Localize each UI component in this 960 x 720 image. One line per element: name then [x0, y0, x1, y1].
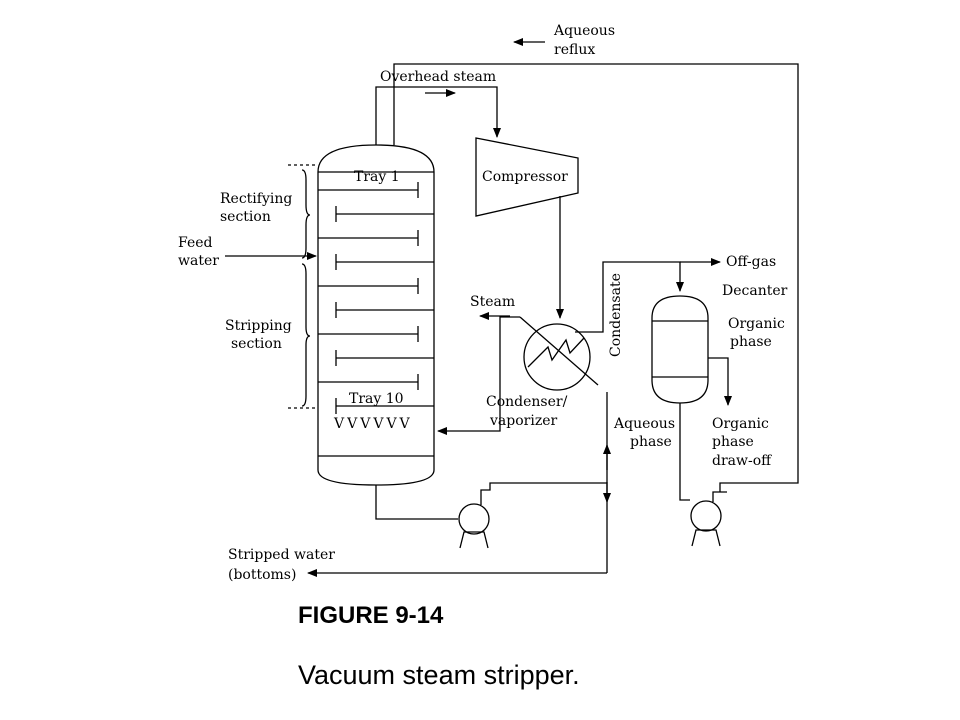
label-rectifying-2: section — [220, 209, 271, 225]
decanter — [651, 295, 709, 404]
overhead-steam-line — [375, 86, 501, 145]
bottoms-pump — [458, 503, 490, 535]
aqueous-reflux-line — [393, 63, 799, 492]
aqueous-pump-discharge — [712, 491, 727, 502]
aqueous-phase-line — [679, 403, 690, 501]
section-markers — [288, 164, 318, 409]
label-condenser-2: vaporizer — [489, 413, 557, 429]
bottoms-pump-base — [459, 531, 489, 549]
figure-number: FIGURE 9-14 — [298, 602, 444, 629]
label-rectifying-1: Rectifying — [220, 191, 292, 207]
trays — [318, 182, 434, 414]
label-feed-2: water — [178, 253, 219, 269]
label-tray-10: Tray 10 — [349, 391, 404, 407]
label-aqueous-reflux-2: reflux — [554, 42, 595, 58]
condenser-coil — [527, 337, 585, 368]
bottoms-pump-discharge — [480, 482, 607, 505]
label-steam: Steam — [470, 294, 515, 310]
label-tray-1: Tray 1 — [354, 169, 400, 185]
label-stripped-2: (bottoms) — [228, 567, 296, 583]
steam-line — [519, 316, 599, 386]
label-drawoff-1: Organic — [712, 416, 769, 432]
label-drawoff-3: draw-off — [712, 453, 772, 469]
compressor — [475, 137, 579, 217]
label-condensate: Condensate — [608, 273, 624, 357]
label-offgas: Off-gas — [726, 254, 776, 270]
steam-to-column-line — [437, 316, 520, 435]
label-overhead-steam: Overhead steam — [380, 69, 496, 85]
label-feed-1: Feed — [178, 235, 213, 251]
label-organic-phase-1: Organic — [728, 316, 785, 332]
aqueous-pump-base — [691, 529, 721, 547]
label-drawoff-2: phase — [712, 434, 754, 450]
condensate-line — [575, 261, 684, 333]
label-decanter: Decanter — [722, 283, 788, 299]
label-aqueous-phase-2: phase — [630, 434, 672, 450]
condenser-vaporizer — [523, 323, 591, 391]
aqueous-pump — [690, 500, 722, 532]
label-compressor: Compressor — [482, 169, 568, 185]
bottoms-line — [375, 485, 458, 520]
label-stripped-1: Stripped water — [228, 547, 335, 563]
label-aqueous-reflux-1: Aqueous — [553, 23, 615, 39]
organic-drawoff-line — [708, 357, 732, 406]
label-stripping-2: section — [231, 336, 282, 352]
label-condenser-1: Condenser/ — [486, 394, 568, 410]
label-downcomer-vees: VVVVVV — [333, 416, 413, 432]
label-aqueous-phase-1: Aqueous — [613, 416, 675, 432]
figure-caption: Vacuum steam stripper. — [298, 660, 580, 690]
label-organic-phase-2: phase — [730, 334, 772, 350]
label-stripping-1: Stripping — [225, 318, 292, 334]
